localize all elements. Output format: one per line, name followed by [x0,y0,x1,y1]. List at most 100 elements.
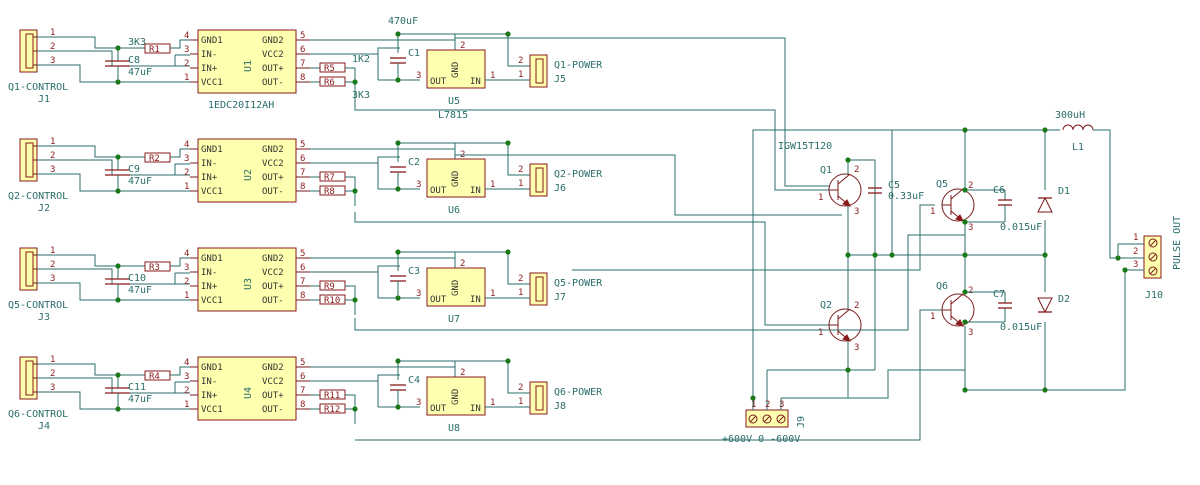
svg-text:5: 5 [300,249,305,259]
svg-text:3: 3 [416,180,421,190]
inductor-l1 [1062,124,1133,259]
svg-text:C5: C5 [888,180,900,191]
svg-text:8: 8 [300,400,305,410]
q1-part: IGW15T120 [778,141,832,152]
svg-text:1: 1 [518,397,523,407]
svg-text:3K3: 3K3 [128,37,146,48]
power-connector [529,272,548,306]
channel-2: 123Q2-CONTROLJ2R2C947uFGND14IN-3IN+2VCC1… [8,137,603,216]
svg-text:1: 1 [1133,233,1138,243]
svg-text:IN+: IN+ [201,282,218,292]
svg-text:R3: R3 [149,263,160,273]
svg-text:3: 3 [184,372,189,382]
svg-text:1K2: 1K2 [352,54,370,65]
control-label: Q6-CONTROL [8,409,68,420]
control-ref: J1 [38,94,50,105]
svg-text:4: 4 [184,31,189,41]
svg-text:0.015uF: 0.015uF [1000,322,1042,333]
svg-text:OUT+: OUT+ [262,282,284,292]
svg-text:OUT+: OUT+ [262,173,284,183]
q5-ref: Q5 [936,179,948,190]
control-label: Q2-CONTROL [8,191,68,202]
svg-text:7: 7 [300,59,305,69]
power-ref: J6 [554,183,566,194]
channel-3: 123Q5-CONTROLJ3R3C1047uFGND14IN-3IN+2VCC… [8,246,603,325]
svg-text:8: 8 [300,73,305,83]
svg-text:IN+: IN+ [201,391,218,401]
svg-text:GND1: GND1 [201,363,223,373]
svg-text:C7: C7 [993,289,1005,300]
svg-text:47uF: 47uF [128,394,152,405]
svg-text:5: 5 [300,140,305,150]
svg-text:1: 1 [184,400,189,410]
svg-text:IN-: IN- [201,159,217,169]
svg-text:R8: R8 [324,187,335,197]
svg-text:IN-: IN- [201,50,217,60]
svg-text:GND: GND [451,62,461,78]
svg-text:2: 2 [518,274,523,284]
input-resistor [144,152,171,163]
svg-text:VCC2: VCC2 [262,50,284,60]
control-ref: J2 [38,203,50,214]
svg-text:IN+: IN+ [201,173,218,183]
svg-text:6: 6 [300,45,305,55]
driver-ref: U4 [243,387,254,399]
gate-driver-ic [197,29,297,94]
svg-text:6: 6 [300,154,305,164]
svg-text:4: 4 [184,140,189,150]
svg-text:3: 3 [1133,260,1138,270]
control-label: Q5-CONTROL [8,300,68,311]
svg-text:GND1: GND1 [201,254,223,264]
svg-text:1: 1 [518,288,523,298]
svg-text:1: 1 [50,137,55,147]
svg-text:3: 3 [50,165,55,175]
svg-text:2: 2 [50,151,55,161]
transistor-q6 [941,293,975,327]
svg-text:L1: L1 [1072,142,1084,153]
power-ref: J5 [554,74,566,85]
svg-text:1: 1 [818,328,823,338]
svg-text:OUT: OUT [430,295,447,305]
regulator-part: L7815 [438,110,468,121]
svg-text:47uF: 47uF [128,67,152,78]
svg-text:47uF: 47uF [128,176,152,187]
svg-text:GND: GND [451,280,461,296]
svg-text:2: 2 [854,165,859,175]
svg-text:1: 1 [930,207,935,217]
power-ref: J8 [554,401,566,412]
svg-text:3: 3 [854,207,859,217]
control-ref: J3 [38,312,50,323]
svg-text:3: 3 [50,56,55,66]
svg-text:OUT: OUT [430,77,447,87]
svg-text:6: 6 [300,372,305,382]
power-connector [529,381,548,415]
svg-text:3K3: 3K3 [352,90,370,101]
power-label: Q6-POWER [554,387,603,398]
svg-text:R6: R6 [324,78,335,88]
svg-text:2: 2 [968,181,973,191]
svg-text:D1: D1 [1058,186,1070,197]
svg-text:2: 2 [50,369,55,379]
svg-text:IN-: IN- [201,268,217,278]
svg-text:3: 3 [968,223,973,233]
svg-text:1: 1 [751,400,756,410]
svg-text:1: 1 [184,182,189,192]
svg-text:VCC1: VCC1 [201,405,223,415]
svg-text:2: 2 [765,400,770,410]
svg-text:VCC1: VCC1 [201,78,223,88]
svg-text:8: 8 [300,182,305,192]
svg-text:VCC2: VCC2 [262,159,284,169]
gate-driver-ic [197,247,297,312]
channel-4: 123Q6-CONTROLJ4R4C1147uFGND14IN-3IN+2VCC… [8,355,603,434]
svg-text:2: 2 [518,56,523,66]
svg-text:7: 7 [300,168,305,178]
svg-text:R9: R9 [324,282,335,292]
channel-1: 123Q1-CONTROLJ1R13K3C847uFGND14IN-3IN+2V… [8,16,603,121]
svg-text:C10: C10 [128,273,146,284]
svg-text:1: 1 [518,70,523,80]
svg-text:5: 5 [300,31,305,41]
svg-text:3: 3 [854,343,859,353]
svg-text:R12: R12 [324,405,340,415]
svg-text:C8: C8 [128,55,140,66]
